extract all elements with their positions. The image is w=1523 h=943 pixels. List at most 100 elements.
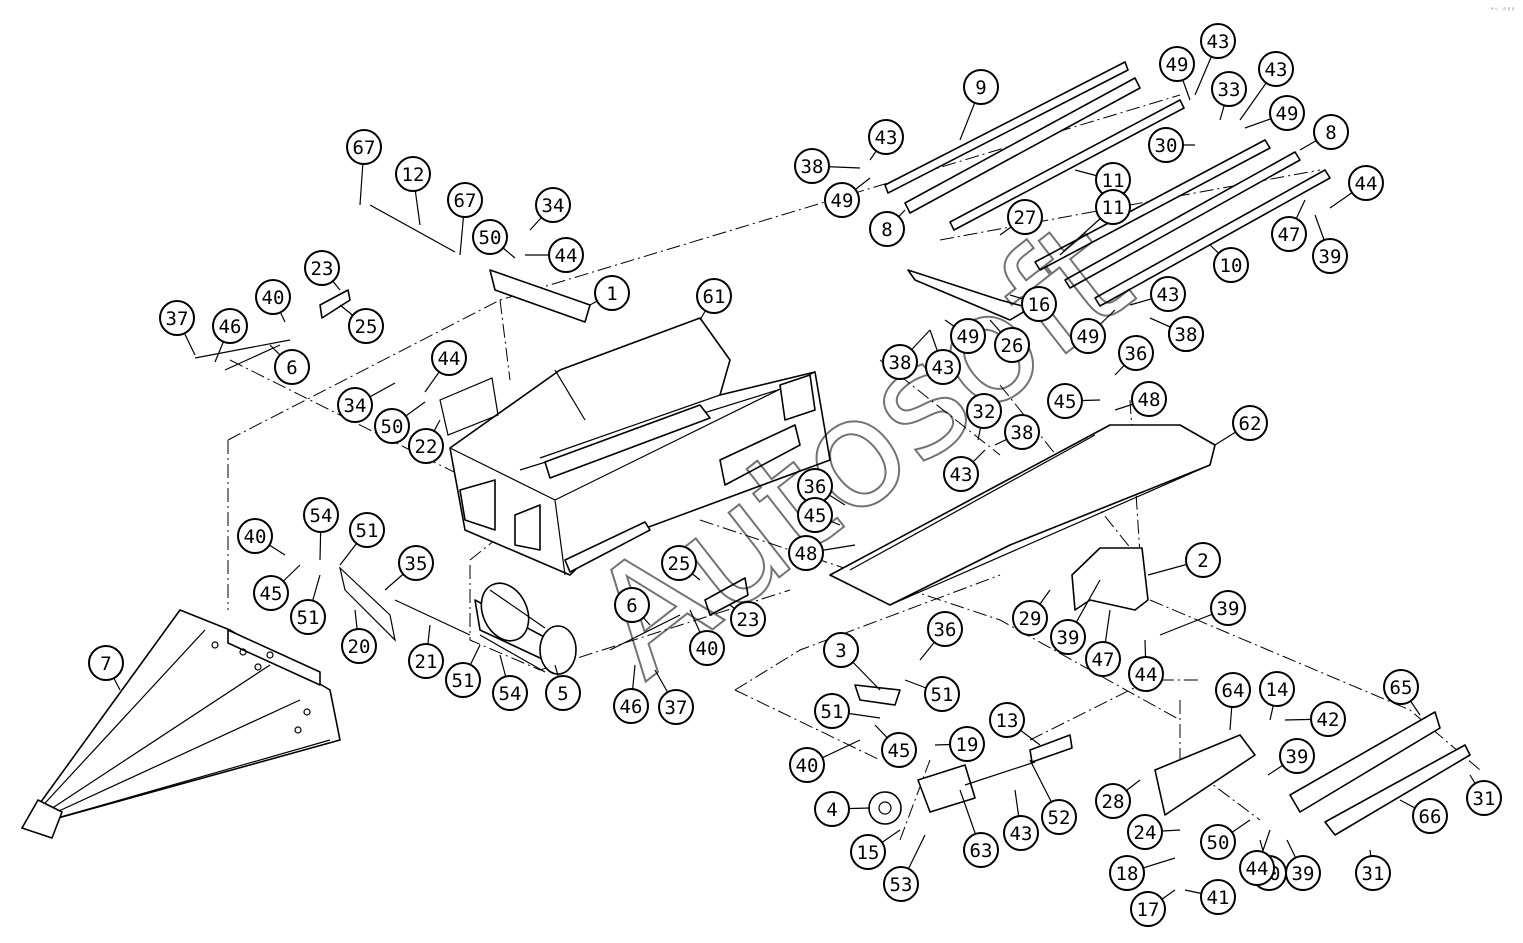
callout-bubble — [548, 237, 584, 273]
callout-51: 51 — [814, 693, 850, 729]
callout-44: 44 — [1348, 165, 1384, 201]
callout-number: 39 — [1057, 627, 1080, 649]
drive-assembly-parts — [854, 684, 1471, 836]
callout-bubble — [613, 688, 649, 724]
mount-bracket-part — [1071, 547, 1149, 611]
callout-25: 25 — [661, 545, 697, 581]
callout-12: 12 — [395, 156, 431, 192]
callout-1: 1 — [594, 275, 630, 311]
callout-number: 67 — [454, 190, 477, 212]
callout-bubble — [1269, 95, 1305, 131]
callout-39: 39 — [1210, 590, 1246, 626]
callout-bubble — [1348, 165, 1384, 201]
callout-bubble — [814, 693, 850, 729]
callout-bubble — [989, 702, 1025, 738]
callout-bubble — [304, 250, 340, 286]
callout-bubble — [1095, 189, 1131, 225]
callout-number: 49 — [831, 190, 854, 212]
callout-48: 48 — [1131, 381, 1167, 417]
callout-27: 27 — [1007, 199, 1043, 235]
callout-bubble — [159, 300, 195, 336]
callout-61: 61 — [696, 278, 732, 314]
callout-number: 51 — [452, 670, 475, 692]
callout-number: 38 — [1011, 422, 1034, 444]
callout-bubble — [348, 308, 384, 344]
callout-bubble — [88, 645, 124, 681]
callout-number: 54 — [310, 505, 333, 527]
callout-34: 34 — [535, 187, 571, 223]
callout-bubble — [823, 632, 859, 668]
callout-number: 53 — [890, 874, 913, 896]
callout-bubble — [408, 428, 444, 464]
callout-bubble — [963, 69, 999, 105]
callout-group: 1234566788910111112131415161718192021222… — [88, 23, 1502, 927]
callout-bubble — [545, 675, 581, 711]
callout-number: 43 — [1207, 31, 1230, 53]
callout-number: 47 — [1278, 224, 1301, 246]
callout-number: 43 — [1265, 59, 1288, 81]
callout-64: 64 — [1215, 672, 1251, 708]
callout-bubble — [255, 279, 291, 315]
callout-38: 38 — [1168, 316, 1204, 352]
callout-42: 42 — [1310, 701, 1346, 737]
callout-bubble — [1095, 783, 1131, 819]
callout-bubble — [472, 219, 508, 255]
callout-bubble — [594, 275, 630, 311]
callout-number: 11 — [1102, 170, 1125, 192]
callout-number: 49 — [1276, 103, 1299, 125]
callout-number: 39 — [1319, 246, 1342, 268]
callout-number: 9 — [975, 77, 986, 99]
callout-bubble — [1070, 318, 1106, 354]
callout-number: 66 — [1419, 806, 1442, 828]
callout-number: 22 — [415, 436, 438, 458]
callout-bubble — [346, 129, 382, 165]
callout-bubble — [1185, 542, 1221, 578]
callout-41: 41 — [1200, 879, 1236, 915]
callout-number: 25 — [668, 553, 691, 575]
callout-number: 44 — [1246, 858, 1269, 880]
callout-bubble — [1118, 335, 1154, 371]
callout-32: 32 — [966, 393, 1002, 429]
callout-16: 16 — [1021, 286, 1057, 322]
callout-bubble — [1239, 850, 1275, 886]
callout-38: 38 — [794, 148, 830, 184]
callout-number: 41 — [1207, 887, 1230, 909]
callout-53: 53 — [883, 866, 919, 902]
callout-bubble — [253, 575, 289, 611]
callout-bubble — [1128, 656, 1164, 692]
callout-number: 30 — [1155, 135, 1178, 157]
callout-66: 66 — [1412, 798, 1448, 834]
callout-number: 16 — [1028, 294, 1051, 316]
callout-bubble — [868, 119, 904, 155]
callout-bubble — [1148, 127, 1184, 163]
callout-number: 52 — [1048, 807, 1071, 829]
callout-40: 40 — [255, 279, 291, 315]
callout-number: 49 — [1077, 326, 1100, 348]
callout-45: 45 — [797, 497, 833, 533]
callout-11: 11 — [1095, 162, 1131, 198]
callout-bubble — [445, 662, 481, 698]
callout-bubble — [535, 187, 571, 223]
callout-number: 23 — [311, 258, 334, 280]
callout-number: 31 — [1473, 788, 1496, 810]
callout-bubble — [1271, 216, 1307, 252]
shaft-and-bracket-parts — [369, 204, 591, 436]
callout-49: 49 — [1269, 95, 1305, 131]
callout-number: 33 — [1218, 79, 1241, 101]
callout-36: 36 — [927, 611, 963, 647]
callout-50: 50 — [374, 408, 410, 444]
callout-number: 38 — [889, 352, 912, 374]
callout-number: 25 — [355, 316, 378, 338]
callout-5: 5 — [545, 675, 581, 711]
callout-15: 15 — [850, 834, 886, 870]
callout-bubble — [788, 535, 824, 571]
callout-18: 18 — [1109, 855, 1145, 891]
callout-23: 23 — [304, 250, 340, 286]
callout-bubble — [789, 747, 825, 783]
callout-bubble — [1007, 199, 1043, 235]
callout-67: 67 — [346, 129, 382, 165]
callout-bubble — [341, 628, 377, 664]
callout-number: 36 — [934, 619, 957, 641]
callout-bubble — [447, 182, 483, 218]
callout-bubble — [1012, 600, 1048, 636]
